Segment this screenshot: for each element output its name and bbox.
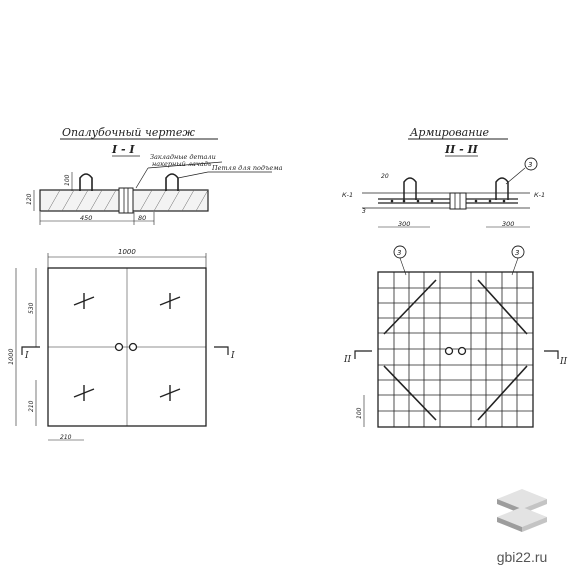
plan-bubble-left-text: 3: [397, 249, 401, 257]
formwork-title-group: Опалубочный чертеж I - I: [60, 126, 218, 157]
section-ii-label: II - II: [444, 143, 479, 156]
loop-ii-left: [403, 177, 417, 200]
dim-530: 530: [28, 302, 35, 314]
brand-text[interactable]: gbi22.ru: [496, 549, 548, 565]
rebar-grid: [378, 272, 533, 427]
cut-mark-i-left: I: [24, 351, 29, 361]
dim-side-100: 100: [356, 407, 363, 419]
reinforcement-title-group: Армирование II - II: [408, 126, 508, 157]
lifting-loop-left: [79, 173, 93, 191]
k1-left: К-1: [342, 191, 353, 199]
cut-mark-i-right: I: [230, 351, 235, 361]
k1-right: К-1: [534, 191, 545, 199]
dim-3: 3: [362, 208, 366, 215]
cut-mark-ii-left: II: [343, 355, 352, 365]
section-bar-dots: [390, 199, 506, 203]
stacked-slabs-icon: [497, 489, 547, 532]
callout-bubble-3-text: 3: [528, 161, 532, 169]
callout-bubble-3: [524, 157, 538, 171]
callout-embedded-line1: Закладные детали: [150, 153, 216, 161]
embedded-ii: [449, 192, 467, 210]
brand-logo[interactable]: gbi22.ru: [477, 483, 567, 565]
diagonal-bars: [383, 279, 528, 421]
formwork-plan: 1000 1000 530 210 210 I I: [7, 248, 235, 441]
dim-section-height: 120: [26, 193, 33, 205]
loop-ii-right: [495, 177, 509, 200]
dim-300-left: 300: [398, 220, 410, 228]
reinforcement-plan: 3 3 100 II II: [343, 245, 568, 428]
section-i-i: Закладные детали накерный лачадь Петля д…: [26, 153, 283, 225]
section-ii-ii: К-1 К-1 20 3 3 300 300: [342, 157, 545, 228]
dim-20: 20: [381, 173, 389, 180]
reinforcement-outline: [377, 271, 534, 428]
section-hatch: [47, 189, 209, 212]
dim-width-1000: 1000: [118, 248, 136, 256]
callout-lifting-loop: Петля для подъема: [211, 164, 283, 172]
embedded-hole-left: [114, 342, 124, 352]
plan-hole-right: [457, 346, 467, 356]
section-i-label: I - I: [111, 143, 135, 156]
formwork-title: Опалубочный чертеж: [62, 126, 195, 139]
embedded-plate: [118, 187, 134, 214]
dim-210-bottom: 210: [60, 434, 72, 441]
plan-hole-left: [444, 346, 454, 356]
dim-210-side: 210: [28, 400, 35, 412]
dim-loop-height: 100: [64, 174, 71, 186]
dim-300-right: 300: [502, 220, 514, 228]
dim-side-1000: 1000: [7, 348, 15, 365]
cut-mark-ii-right: II: [559, 357, 568, 367]
plan-bubble-right-text: 3: [515, 249, 519, 257]
lifting-loop-right: [165, 173, 179, 191]
loop-marks: [73, 293, 181, 401]
dim-450: 450: [80, 214, 92, 222]
dim-80: 80: [138, 214, 146, 222]
embedded-hole-right: [128, 342, 138, 352]
callout-embedded-line2: накерный лачадь: [152, 160, 212, 168]
reinforcement-title: Армирование: [409, 126, 490, 139]
